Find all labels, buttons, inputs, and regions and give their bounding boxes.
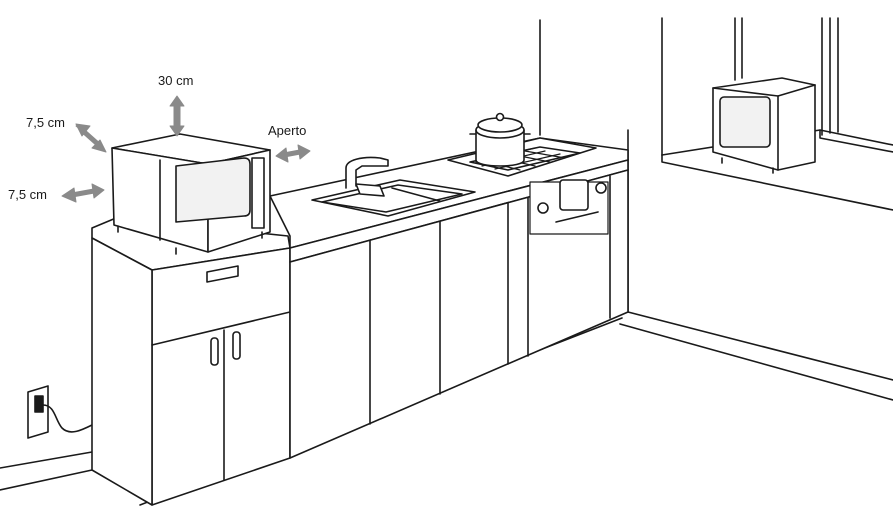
top-clearance-label: 30 cm: [158, 73, 194, 88]
top-clearance-arrow: [169, 95, 185, 137]
left-clearance-arrow-lower: [61, 183, 105, 203]
tv-on-sill: [712, 77, 816, 174]
left-clearance-arrow-upper: [75, 123, 107, 153]
side-clearance-label-lower: 7,5 cm: [8, 187, 48, 202]
pot: [469, 112, 531, 167]
right-clearance-arrow: [275, 144, 311, 163]
clearance-arrows: [61, 95, 311, 203]
sink: [311, 156, 476, 217]
right-side-label: Aperto: [268, 123, 307, 138]
microwave-base-cabinet: [91, 217, 291, 506]
microwave-oven: [111, 133, 271, 255]
wall-outlet: [27, 385, 93, 439]
side-clearance-label-upper: 7,5 cm: [26, 115, 66, 130]
